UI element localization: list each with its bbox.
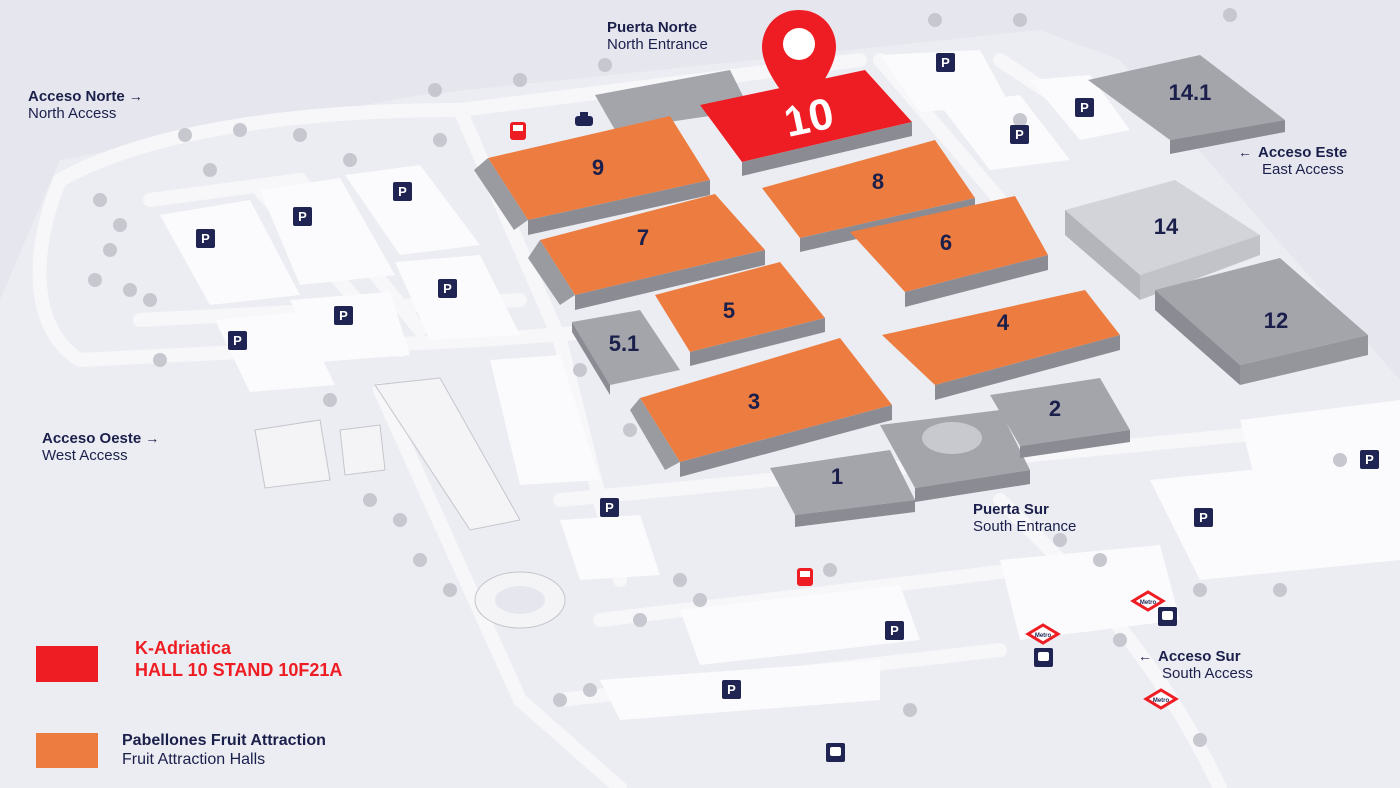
hall-number: 4 — [997, 310, 1010, 335]
parking-icon: P — [293, 207, 312, 226]
metro-icon: Metro — [1130, 590, 1166, 612]
central-building — [880, 410, 1030, 502]
bus-stop-icon — [1158, 607, 1177, 626]
parking-icon: P — [228, 331, 247, 350]
hall-2[interactable] — [990, 378, 1130, 458]
hall-number: 5.1 — [609, 331, 640, 356]
svg-text:P: P — [443, 281, 452, 296]
metro-icon: Metro — [1143, 688, 1179, 710]
arrow-right-icon: → — [145, 430, 160, 446]
hall-number: 9 — [592, 155, 604, 180]
svg-text:P: P — [1199, 510, 1208, 525]
south-access-label: ←Acceso Sur South Access — [1138, 648, 1253, 683]
svg-text:P: P — [890, 623, 899, 638]
hall-number: 1 — [831, 464, 843, 489]
east-access-label: ←Acceso Este East Access — [1238, 144, 1348, 179]
hall-14[interactable] — [1065, 180, 1260, 300]
svg-text:P: P — [941, 55, 950, 70]
hall-14-1[interactable] — [1088, 55, 1285, 154]
hall-number: 6 — [940, 230, 952, 255]
svg-text:P: P — [605, 500, 614, 515]
north-access-label: Acceso Norte→ North Access — [28, 88, 143, 123]
parking-icon: P — [722, 680, 741, 699]
svg-text:P: P — [1015, 127, 1024, 142]
arrow-left-icon: ← — [1238, 144, 1252, 160]
hall-6[interactable] — [850, 196, 1048, 307]
taxi-icon — [575, 112, 593, 126]
arrow-right-icon: → — [128, 88, 143, 104]
hall-number: 8 — [872, 169, 884, 194]
hall-number: 5 — [723, 298, 735, 323]
hall-number: 14.1 — [1169, 80, 1212, 105]
svg-text:P: P — [1365, 452, 1374, 467]
parking-icon: P — [1075, 98, 1094, 117]
hall-7[interactable] — [528, 194, 765, 310]
legend-swatch-highlight — [36, 646, 98, 682]
legend-swatch-fruit — [36, 733, 98, 768]
metro-icon: Metro — [1025, 623, 1061, 645]
hall-9[interactable] — [474, 116, 710, 235]
svg-text:Metro: Metro — [1140, 600, 1157, 606]
svg-text:Metro: Metro — [1153, 698, 1170, 704]
parking-icon: P — [334, 306, 353, 325]
hall-12[interactable] — [1155, 258, 1368, 385]
hall-5-1[interactable] — [572, 310, 680, 395]
svg-text:Metro: Metro — [1035, 633, 1052, 639]
hall-5[interactable] — [655, 262, 825, 366]
hall-3[interactable] — [630, 338, 892, 477]
parking-icon: P — [438, 279, 457, 298]
parking-icon: P — [885, 621, 904, 640]
svg-text:P: P — [398, 184, 407, 199]
hall-number: 2 — [1049, 396, 1061, 421]
hall-10[interactable] — [700, 70, 912, 176]
arrow-left-icon: ← — [1138, 648, 1152, 664]
bus-stop-icon — [826, 743, 845, 762]
parking-icon: P — [600, 498, 619, 517]
svg-text:P: P — [201, 231, 210, 246]
west-access-label: Acceso Oeste→ West Access — [42, 430, 160, 465]
shuttle-bus-icon — [797, 568, 813, 586]
parking-icon: P — [1010, 125, 1029, 144]
hall-number: 3 — [748, 389, 760, 414]
shuttle-bus-icon — [510, 122, 526, 140]
hall-number: 12 — [1264, 308, 1288, 333]
svg-text:P: P — [339, 308, 348, 323]
bus-stop-icon — [1034, 648, 1053, 667]
parking-icon: P — [393, 182, 412, 201]
svg-text:P: P — [233, 333, 242, 348]
svg-text:P: P — [298, 209, 307, 224]
parking-icon: P — [1194, 508, 1213, 527]
parking-icon: P — [196, 229, 215, 248]
parking-icon: P — [936, 53, 955, 72]
parking-icon: P — [1360, 450, 1379, 469]
hall-number: 7 — [637, 225, 649, 250]
legend-fruit-text: Pabellones Fruit Attraction Fruit Attrac… — [122, 732, 326, 769]
north-gate-label: Puerta Norte North Entrance — [607, 19, 708, 54]
hall-1[interactable] — [770, 450, 915, 527]
location-pin-icon — [762, 10, 836, 112]
hall-4[interactable] — [882, 290, 1120, 400]
legend-highlight-text: K-Adriatica HALL 10 STAND 10F21A — [135, 638, 343, 680]
south-gate-label: Puerta Sur South Entrance — [973, 501, 1077, 536]
hall-number: 14 — [1154, 214, 1179, 239]
svg-text:P: P — [1080, 100, 1089, 115]
svg-text:P: P — [727, 682, 736, 697]
